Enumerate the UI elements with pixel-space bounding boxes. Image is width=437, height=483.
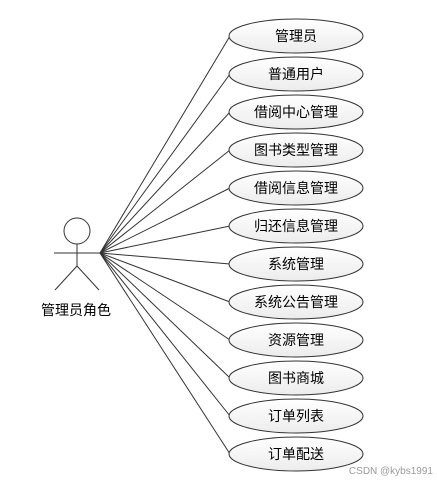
use-case-ellipse: [228, 208, 364, 244]
use-case-label: 归还信息管理: [254, 218, 338, 235]
use-case: 管理员: [228, 18, 364, 54]
use-case-label: 订单列表: [268, 409, 324, 425]
use-case: 系统公告管理: [228, 284, 364, 320]
association-line: [99, 252, 231, 265]
use-case: 图书类型管理: [228, 132, 364, 168]
association-line: [99, 225, 231, 254]
watermark: CSDN @kybs1991: [348, 466, 433, 477]
use-case-label: 系统公告管理: [254, 295, 338, 311]
use-case-ellipse: [228, 360, 364, 396]
use-case-ellipse: [228, 94, 364, 130]
actor-head: [63, 217, 91, 245]
use-case-ellipse: [228, 322, 364, 358]
use-case-label: 管理员: [275, 29, 317, 45]
use-case-ellipse: [228, 284, 364, 320]
use-case-ellipse: [228, 56, 364, 92]
use-case-label: 借阅信息管理: [254, 180, 338, 197]
actor-label: 管理员角色: [41, 303, 111, 319]
actor-left-leg: [54, 265, 78, 291]
use-case-ellipse: [228, 18, 364, 54]
use-case: 普通用户: [228, 56, 364, 92]
actor-stick-figure: [54, 217, 100, 291]
use-case: 资源管理: [228, 322, 364, 358]
association-line: [99, 149, 231, 254]
use-case: 借阅中心管理: [228, 94, 364, 130]
use-case-ellipse: [228, 246, 364, 282]
association-lines: [99, 35, 231, 455]
association-line: [99, 73, 231, 254]
use-case-label: 系统管理: [268, 257, 324, 273]
use-case-label: 普通用户: [268, 66, 324, 83]
use-case-ellipse: [228, 132, 364, 168]
association-line: [99, 252, 231, 417]
use-case-label: 图书商城: [268, 371, 324, 387]
use-case-label: 资源管理: [268, 333, 324, 349]
association-line: [99, 252, 231, 303]
use-case: 系统管理: [228, 246, 364, 282]
association-line: [99, 252, 231, 379]
use-case: 订单配送: [228, 436, 364, 472]
use-case: 借阅信息管理: [228, 170, 364, 206]
actor-right-leg: [76, 265, 100, 291]
association-line: [99, 252, 231, 455]
use-case: 订单列表: [228, 398, 364, 434]
use-case-ellipse: [228, 436, 364, 472]
use-case-label: 借阅中心管理: [254, 105, 338, 121]
use-case-ellipse: [228, 398, 364, 434]
use-case-group: 管理员普通用户借阅中心管理图书类型管理借阅信息管理归还信息管理系统管理系统公告管…: [228, 18, 364, 472]
use-case: 归还信息管理: [228, 208, 364, 244]
use-case: 图书商城: [228, 360, 364, 396]
use-case-label: 订单配送: [268, 447, 324, 463]
association-line: [99, 35, 231, 254]
association-line: [99, 252, 231, 341]
use-case-ellipse: [228, 170, 364, 206]
association-line: [99, 111, 231, 254]
use-case-label: 图书类型管理: [254, 143, 338, 159]
association-line: [99, 187, 231, 254]
